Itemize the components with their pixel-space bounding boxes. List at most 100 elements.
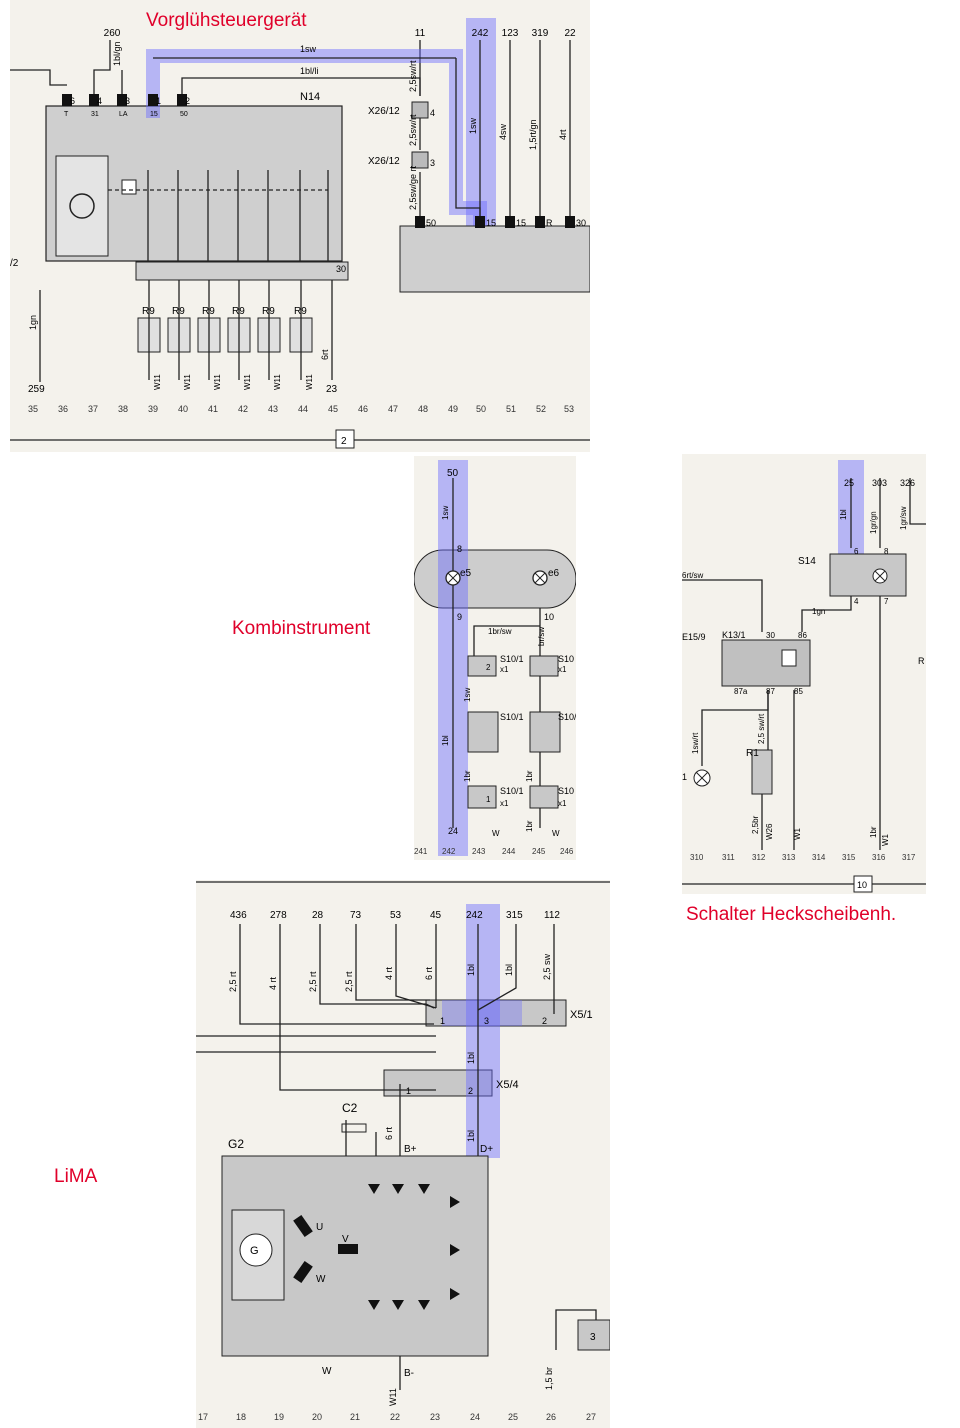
- grid-number: 38: [118, 404, 128, 414]
- plug-wire-label: W11: [243, 374, 252, 390]
- lima-top-ref: 28: [312, 910, 324, 921]
- connector-x26-12-b[interactable]: [411, 151, 429, 169]
- lima-wire: 1bl: [466, 964, 476, 976]
- page-number: 10: [857, 880, 867, 890]
- relay-coil: [781, 649, 797, 667]
- instrument-cluster-body: [414, 549, 576, 609]
- connector-x26-12-a[interactable]: [411, 101, 429, 119]
- lima-wire: 2,5 sw: [542, 953, 552, 980]
- switch-pin: 4: [854, 597, 859, 606]
- kombi-schematic: 50 e5 e6 8 9 10 1sw 1bl 1br/sw br/sw 1sw…: [414, 460, 576, 856]
- wire-label: 1bl/li: [300, 66, 319, 76]
- module-pin-sub: 15: [150, 111, 158, 118]
- ground-label: W: [552, 829, 560, 838]
- glow-plug-label: R9: [202, 306, 215, 317]
- grid-number: 43: [268, 404, 278, 414]
- switch-s14-body: [829, 553, 907, 597]
- ground-label: W11: [388, 1388, 398, 1406]
- heck-wire: 2,5br: [751, 815, 760, 834]
- wire-label: 1,5rt/gn: [528, 119, 538, 150]
- side-label: R: [918, 656, 925, 666]
- switch-pin: 15: [486, 218, 496, 228]
- module-pin: 3: [125, 96, 130, 106]
- switch-pin: 7: [884, 597, 889, 606]
- grid-number: 25: [508, 1412, 518, 1422]
- switch-label: S14: [798, 556, 816, 567]
- grid-number: 245: [532, 847, 546, 856]
- switch-pin: 6: [854, 547, 859, 556]
- glow-plug-row: [135, 261, 349, 380]
- relay-symbol: [121, 179, 137, 195]
- grid-number: 37: [88, 404, 98, 414]
- lima-wires: [196, 924, 597, 1390]
- cap-c2: [341, 1123, 367, 1133]
- relay-switches: [108, 170, 329, 268]
- transistor-symbol: [69, 193, 95, 219]
- stator-winding-w: [293, 1260, 313, 1284]
- grid-numbers: 35 36 37 38 39 40 41 42 43 44 45 46 47 4…: [28, 404, 574, 414]
- kombi-wire: 1br: [463, 770, 472, 782]
- winding-label: U: [316, 1222, 323, 1233]
- switch-pin: R: [546, 218, 553, 228]
- heck-wire: 1gr/sw: [899, 506, 908, 530]
- relay-pin: 86: [798, 631, 807, 640]
- x54-pin: 2: [468, 1086, 473, 1096]
- grid-number: 18: [236, 1412, 246, 1422]
- terminal-label: B+: [404, 1144, 417, 1155]
- wire-label: 2,5sw/rt: [408, 60, 418, 92]
- kombi-wire: 1bl: [441, 735, 450, 746]
- lima-wire: 4 rt: [268, 976, 278, 990]
- lima-top-ref: 436: [230, 910, 247, 921]
- bottom-ref: 23: [326, 384, 338, 395]
- side-pin: 3: [590, 1332, 596, 1343]
- grid-number: 244: [502, 847, 516, 856]
- glow-top-ref: 11: [415, 28, 426, 39]
- switch-pin: 30: [576, 218, 586, 228]
- switch-label: S10/1: [500, 786, 524, 796]
- heck-wire: W1: [793, 827, 802, 840]
- lamp-label: e6: [548, 568, 560, 579]
- switch-label: S10/1: [500, 654, 524, 664]
- grid-number: 22: [390, 1412, 400, 1422]
- relay-k13-body: [721, 639, 811, 687]
- connector-x5-4[interactable]: [383, 1069, 493, 1097]
- grid-number: 46: [358, 404, 368, 414]
- grid-number: 36: [58, 404, 68, 414]
- relay-pin: 87: [766, 687, 775, 696]
- switch-label: S10: [558, 654, 574, 664]
- rectifier-diodes: [368, 1184, 460, 1310]
- glow-top-ref: 22: [564, 28, 576, 39]
- module-label: N14: [300, 91, 320, 103]
- module-inner-block: [55, 155, 109, 257]
- heck-wire: 2,5 sw/rt: [757, 713, 766, 744]
- caption-glow: Vorglühsteuergerät: [146, 10, 307, 31]
- module-pin: 2: [185, 96, 190, 106]
- kombi-wire: br/sw: [537, 627, 546, 646]
- glow-top-ref: 319: [532, 28, 549, 39]
- heck-top-ref: 25: [844, 478, 854, 488]
- kombi-wire: 1br: [525, 770, 534, 782]
- module-pin-plugs: [62, 94, 575, 228]
- generator-symbol: [239, 1233, 273, 1267]
- module-pin-sub: T: [64, 111, 69, 118]
- connector-label: X5/1: [570, 1009, 593, 1021]
- lima-top-ref: 278: [270, 910, 287, 921]
- heck-panel: 25 303 326 S14 E15/9 K13/1 R1 1bl 1gr/gn…: [682, 454, 926, 894]
- lima-wire: 2,5 rt: [308, 971, 318, 992]
- lamp-label: e5: [460, 568, 472, 579]
- lima-top-ref: 73: [350, 910, 362, 921]
- switch-label: S10: [558, 786, 574, 796]
- lima-wire: 6 rt: [384, 1126, 394, 1140]
- x54-pin: 1: [406, 1086, 411, 1096]
- heck-top-ref: 326: [900, 478, 915, 488]
- grid-number: 246: [560, 847, 574, 856]
- wire-label: 2,5sw/ge rt: [408, 165, 418, 210]
- grid-number: 26: [546, 1412, 556, 1422]
- caption-lima: LiMA: [54, 1166, 98, 1187]
- grid-number: 17: [198, 1412, 208, 1422]
- lima-wire: 6 rt: [424, 966, 434, 980]
- switch-label: S10/: [558, 712, 576, 722]
- grid-number: 315: [842, 853, 856, 862]
- stator-winding-u: [293, 1214, 313, 1238]
